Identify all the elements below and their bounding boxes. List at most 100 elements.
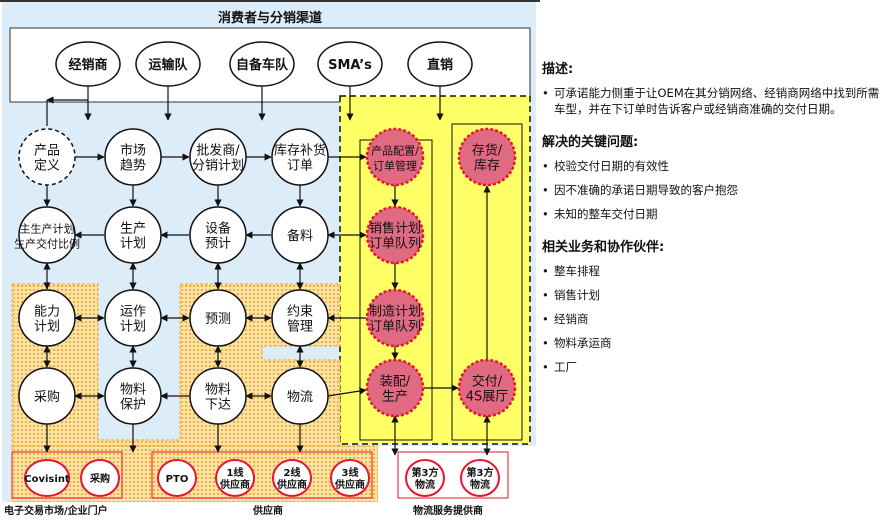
process-node-prod-plan: 生产计划 bbox=[104, 206, 162, 264]
node-label: 预测 bbox=[205, 312, 231, 327]
node-label: 订单队列 bbox=[369, 320, 421, 335]
node-label: 主生产计划 bbox=[20, 222, 75, 236]
node-label: 趋势 bbox=[120, 158, 146, 174]
bullet-icon: • bbox=[542, 159, 549, 173]
partners-list: • 整车排程 • 销售计划 • 经销商 • 物料承运商 • 工厂 bbox=[542, 263, 882, 375]
bullet-icon: • bbox=[542, 264, 549, 278]
bottom-node-label: 物流 bbox=[470, 478, 490, 491]
panel-item-text: 未知的整车交付日期 bbox=[554, 207, 658, 221]
channel-label: SMA’s bbox=[328, 58, 372, 73]
process-node-forecast: 预测 bbox=[189, 289, 247, 347]
panel-list-item: • 因不准确的承诺日期导致的客户抱怨 bbox=[542, 182, 882, 198]
bottom-node-label: 供应商 bbox=[276, 478, 307, 491]
bottom-node-label: 供应商 bbox=[334, 478, 365, 491]
flow-arrow bbox=[327, 387, 367, 397]
bullet-icon: • bbox=[542, 86, 549, 100]
channel-label: 自备车队 bbox=[236, 57, 289, 73]
supplier-label: 供应商 bbox=[252, 504, 283, 517]
panel-list-item: • 整车排程 bbox=[542, 263, 882, 279]
partners-title: 相关业务和协作伙伴: bbox=[542, 240, 665, 255]
node-label: 计划 bbox=[120, 237, 146, 252]
panel-item-text: 因不准确的承诺日期导致的客户抱怨 bbox=[554, 183, 738, 197]
panel-item-text: 校验交付日期的有效性 bbox=[554, 159, 669, 173]
bottom-node-label: 供应商 bbox=[219, 478, 250, 491]
description-list: • 可承诺能力侧重于让OEM在其分销网络、经销商网络中找到所需车型，并在下订单时告… bbox=[542, 85, 882, 117]
issues-title: 解决的关键问题: bbox=[542, 135, 639, 150]
process-node-wholesale: 批发商/分销计划 bbox=[189, 128, 247, 186]
node-label: 销售计划 bbox=[369, 221, 421, 237]
node-label: 备料 bbox=[287, 228, 313, 244]
info-panel: 描述: • 可承诺能力侧重于让OEM在其分销网络、经销商网络中找到所需车型，并在下… bbox=[542, 58, 882, 389]
panel-item-text: 工厂 bbox=[554, 360, 577, 374]
bottom-node-covisint: Covisint bbox=[24, 459, 70, 497]
node-label: 物流 bbox=[287, 390, 313, 405]
bottom-node-label: PTO bbox=[166, 474, 189, 485]
panel-list-item: • 可承诺能力侧重于让OEM在其分销网络、经销商网络中找到所需车型，并在下订单时告… bbox=[542, 85, 882, 117]
node-label: 交付/ bbox=[472, 374, 503, 390]
channel-title: 消费者与分销渠道 bbox=[218, 10, 322, 26]
panel-list-item: • 工厂 bbox=[542, 359, 882, 375]
node-label: 制造计划 bbox=[369, 305, 421, 320]
node-label: 能力 bbox=[34, 305, 60, 320]
logistics-band bbox=[378, 446, 536, 502]
bottom-node-pto: PTO bbox=[157, 459, 197, 497]
channel-node: SMA’s bbox=[317, 41, 383, 87]
channel-node: 经销商 bbox=[55, 41, 121, 87]
bottom-node-caigou: 采购 bbox=[80, 459, 120, 497]
bottom-node-label: 第3方 bbox=[467, 466, 494, 479]
node-label: 库存补货 bbox=[274, 143, 326, 159]
node-label: 生产交付比例 bbox=[14, 237, 80, 251]
bottom-node-label: 1线 bbox=[227, 466, 244, 479]
node-label: 管理 bbox=[287, 320, 313, 335]
top-border-line bbox=[0, 0, 540, 2]
bullet-icon: • bbox=[542, 336, 549, 350]
node-label: 市场 bbox=[120, 143, 146, 159]
portal-bracket bbox=[11, 451, 123, 499]
panel-item-text: 可承诺能力侧重于让OEM在其分销网络、经销商网络中找到所需车型，并在下订单时告诉… bbox=[554, 86, 880, 116]
panel-list-item: •未知的整车交付日期 bbox=[542, 206, 882, 222]
issues-list: • 校验交付日期的有效性 • 因不准确的承诺日期导致的客户抱怨 •未知的整车交付日期 bbox=[542, 158, 882, 222]
node-label: 计划 bbox=[34, 320, 60, 335]
node-label: 存货/ bbox=[472, 143, 503, 159]
bottom-node-label: 3线 bbox=[342, 466, 359, 479]
panel-item-text: 销售计划 bbox=[554, 288, 600, 302]
bottom-node-label: 物流 bbox=[415, 478, 435, 491]
process-node-delivery: 交付/4S展厅 bbox=[457, 358, 517, 418]
bullet-icon: • bbox=[542, 183, 549, 197]
tpl-bracket bbox=[397, 451, 509, 499]
bottom-node-label: 采购 bbox=[89, 472, 110, 485]
supplier-bracket bbox=[151, 451, 373, 499]
channel-node: 运输队 bbox=[135, 41, 201, 87]
node-label: 定义 bbox=[34, 159, 60, 174]
logistics-provider-label: 物流服务提供商 bbox=[413, 504, 483, 517]
node-label: 物料 bbox=[205, 383, 231, 398]
node-label: 库存 bbox=[474, 158, 500, 174]
node-label: 下达 bbox=[205, 398, 231, 413]
panel-list-item: • 销售计划 bbox=[542, 287, 882, 303]
panel-item-text: 经销商 bbox=[554, 312, 589, 326]
node-label: 批发商/ bbox=[196, 143, 240, 159]
bullet-icon: • bbox=[542, 360, 549, 374]
bullet-icon: • bbox=[542, 288, 549, 302]
channel-node: 自备车队 bbox=[229, 41, 295, 87]
process-node-inventory: 存货/库存 bbox=[457, 127, 517, 187]
panel-item-text: 物料承运商 bbox=[554, 336, 612, 350]
bottom-node-label: Covisint bbox=[24, 474, 70, 485]
bullet-icon: • bbox=[542, 312, 549, 326]
description-title: 描述: bbox=[542, 62, 574, 77]
node-label: 设备 bbox=[205, 221, 231, 237]
bottom-label-band bbox=[2, 502, 536, 522]
bottom-node-label: 2线 bbox=[284, 466, 301, 479]
process-node-logistics: 物流 bbox=[271, 367, 329, 425]
panel-item-text: 整车排程 bbox=[554, 264, 600, 278]
